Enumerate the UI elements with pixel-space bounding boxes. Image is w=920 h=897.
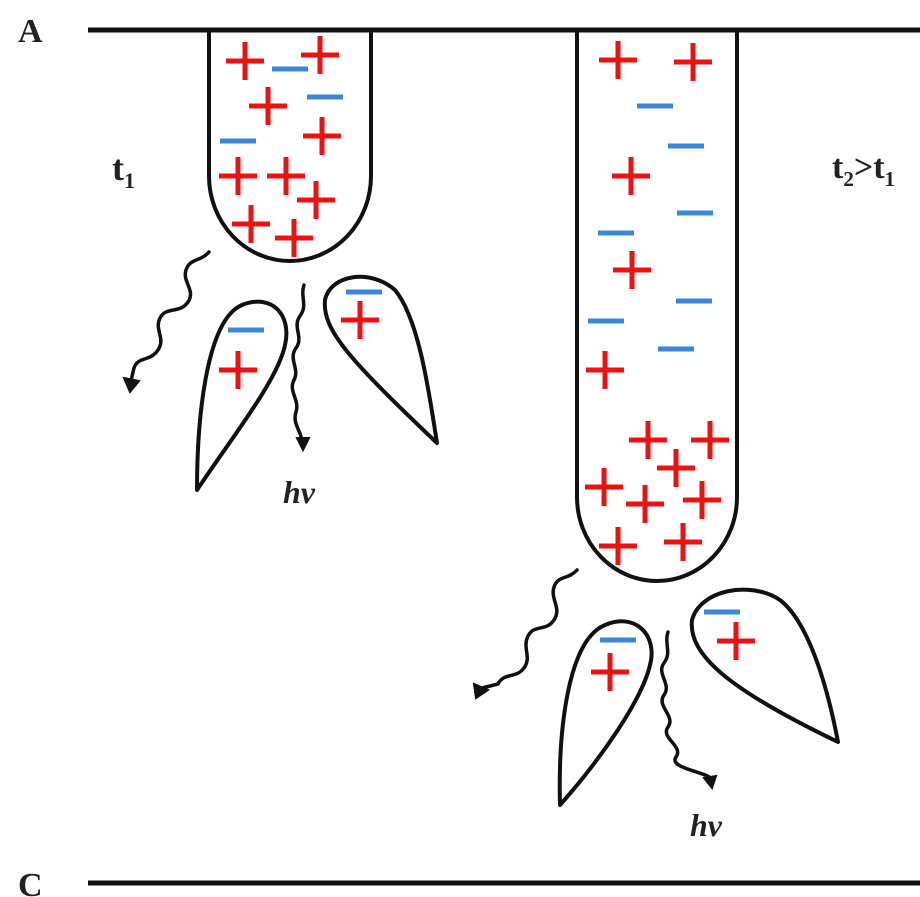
photon-wave-center-t2 [660, 630, 712, 780]
positive-charge-icon [297, 181, 335, 219]
positive-charge-icon [591, 653, 629, 691]
positive-charge-icon [657, 449, 695, 487]
positive-charge-icon [599, 41, 637, 79]
positive-charge-icon [301, 36, 339, 74]
cathode-label: C [18, 867, 43, 897]
positive-charge-icon [674, 43, 712, 81]
photon-arrow-center-t1 [295, 437, 311, 453]
positive-charge-icon [275, 219, 313, 257]
photon-label-t2: hν [690, 807, 723, 843]
positive-charge-icon [219, 351, 257, 389]
positive-charge-icon [249, 87, 287, 125]
positive-charge-icon [586, 351, 624, 389]
photon-wave-center-t1 [290, 283, 306, 444]
charge-symbols [219, 36, 755, 691]
positive-charge-icon [267, 157, 305, 195]
positive-charge-icon [612, 157, 650, 195]
photon-arrow-center-t2 [702, 774, 718, 791]
positive-charge-icon [219, 157, 257, 195]
positive-charge-icon [613, 251, 651, 289]
streamer-channel-t2 [575, 30, 739, 583]
avalanche-left-t2 [557, 619, 654, 807]
positive-charge-icon [226, 42, 264, 80]
positive-charge-icon [232, 205, 270, 243]
time-label-t2: t2>t1 [832, 149, 895, 191]
positive-charge-icon [683, 481, 721, 519]
positive-charge-icon [664, 523, 702, 561]
avalanche-right-t1 [322, 274, 439, 445]
positive-charge-icon [599, 527, 637, 565]
avalanche-left-t1 [195, 299, 289, 492]
positive-charge-icon [717, 622, 755, 660]
positive-charge-icon [341, 301, 379, 339]
photon-arrow-left-t2 [472, 682, 491, 700]
photon-wave-left-t1 [128, 250, 211, 387]
positive-charge-icon [303, 117, 341, 155]
photon-arrow-left-t1 [122, 376, 141, 394]
streamer-channel-t1 [207, 30, 373, 263]
photon-label-t1: hν [283, 474, 316, 510]
photon-wave-left-t2 [480, 568, 579, 690]
positive-charge-icon [585, 468, 623, 506]
positive-charge-icon [629, 421, 667, 459]
avalanche-right-t2 [689, 587, 840, 744]
anode-label: A [18, 13, 43, 50]
time-label-t1: t1 [112, 148, 135, 193]
positive-charge-icon [691, 421, 729, 459]
positive-charge-icon [626, 485, 664, 523]
